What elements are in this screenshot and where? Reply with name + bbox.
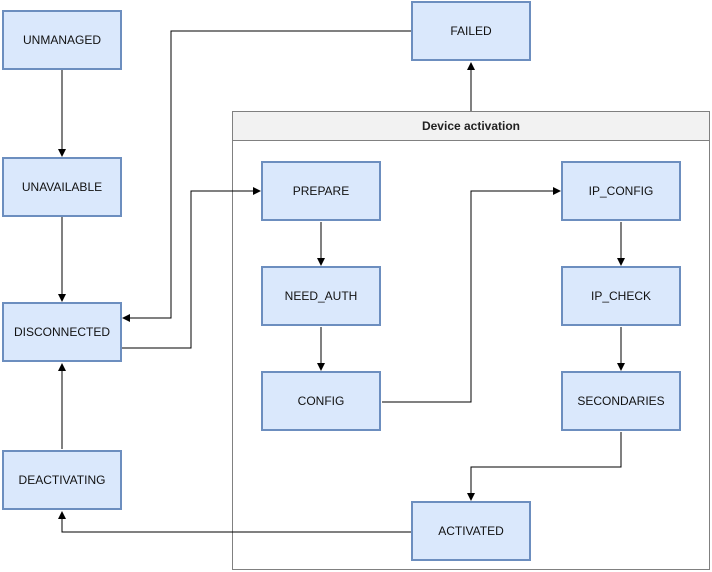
state-disconnected: DISCONNECTED xyxy=(2,302,122,362)
state-unavailable: UNAVAILABLE xyxy=(2,157,122,217)
state-ip-check: IP_CHECK xyxy=(561,266,681,326)
state-prepare: PREPARE xyxy=(261,161,381,221)
device-activation-title: Device activation xyxy=(233,112,709,141)
state-config: CONFIG xyxy=(261,371,381,431)
edge-config-ipconfig xyxy=(382,187,561,403)
state-activated: ACTIVATED xyxy=(411,501,531,561)
edge-failed-disconnected xyxy=(122,30,411,322)
edge-secondaries-activated xyxy=(467,432,622,501)
edge-activated-deactivating xyxy=(58,511,411,533)
state-unmanaged: UNMANAGED xyxy=(2,10,122,70)
state-ip-config: IP_CONFIG xyxy=(561,161,681,221)
edge-disconnected-prepare xyxy=(122,187,261,349)
state-failed: FAILED xyxy=(411,1,531,61)
state-need-auth: NEED_AUTH xyxy=(261,266,381,326)
state-deactivating: DEACTIVATING xyxy=(2,450,122,510)
state-secondaries: SECONDARIES xyxy=(561,371,681,431)
